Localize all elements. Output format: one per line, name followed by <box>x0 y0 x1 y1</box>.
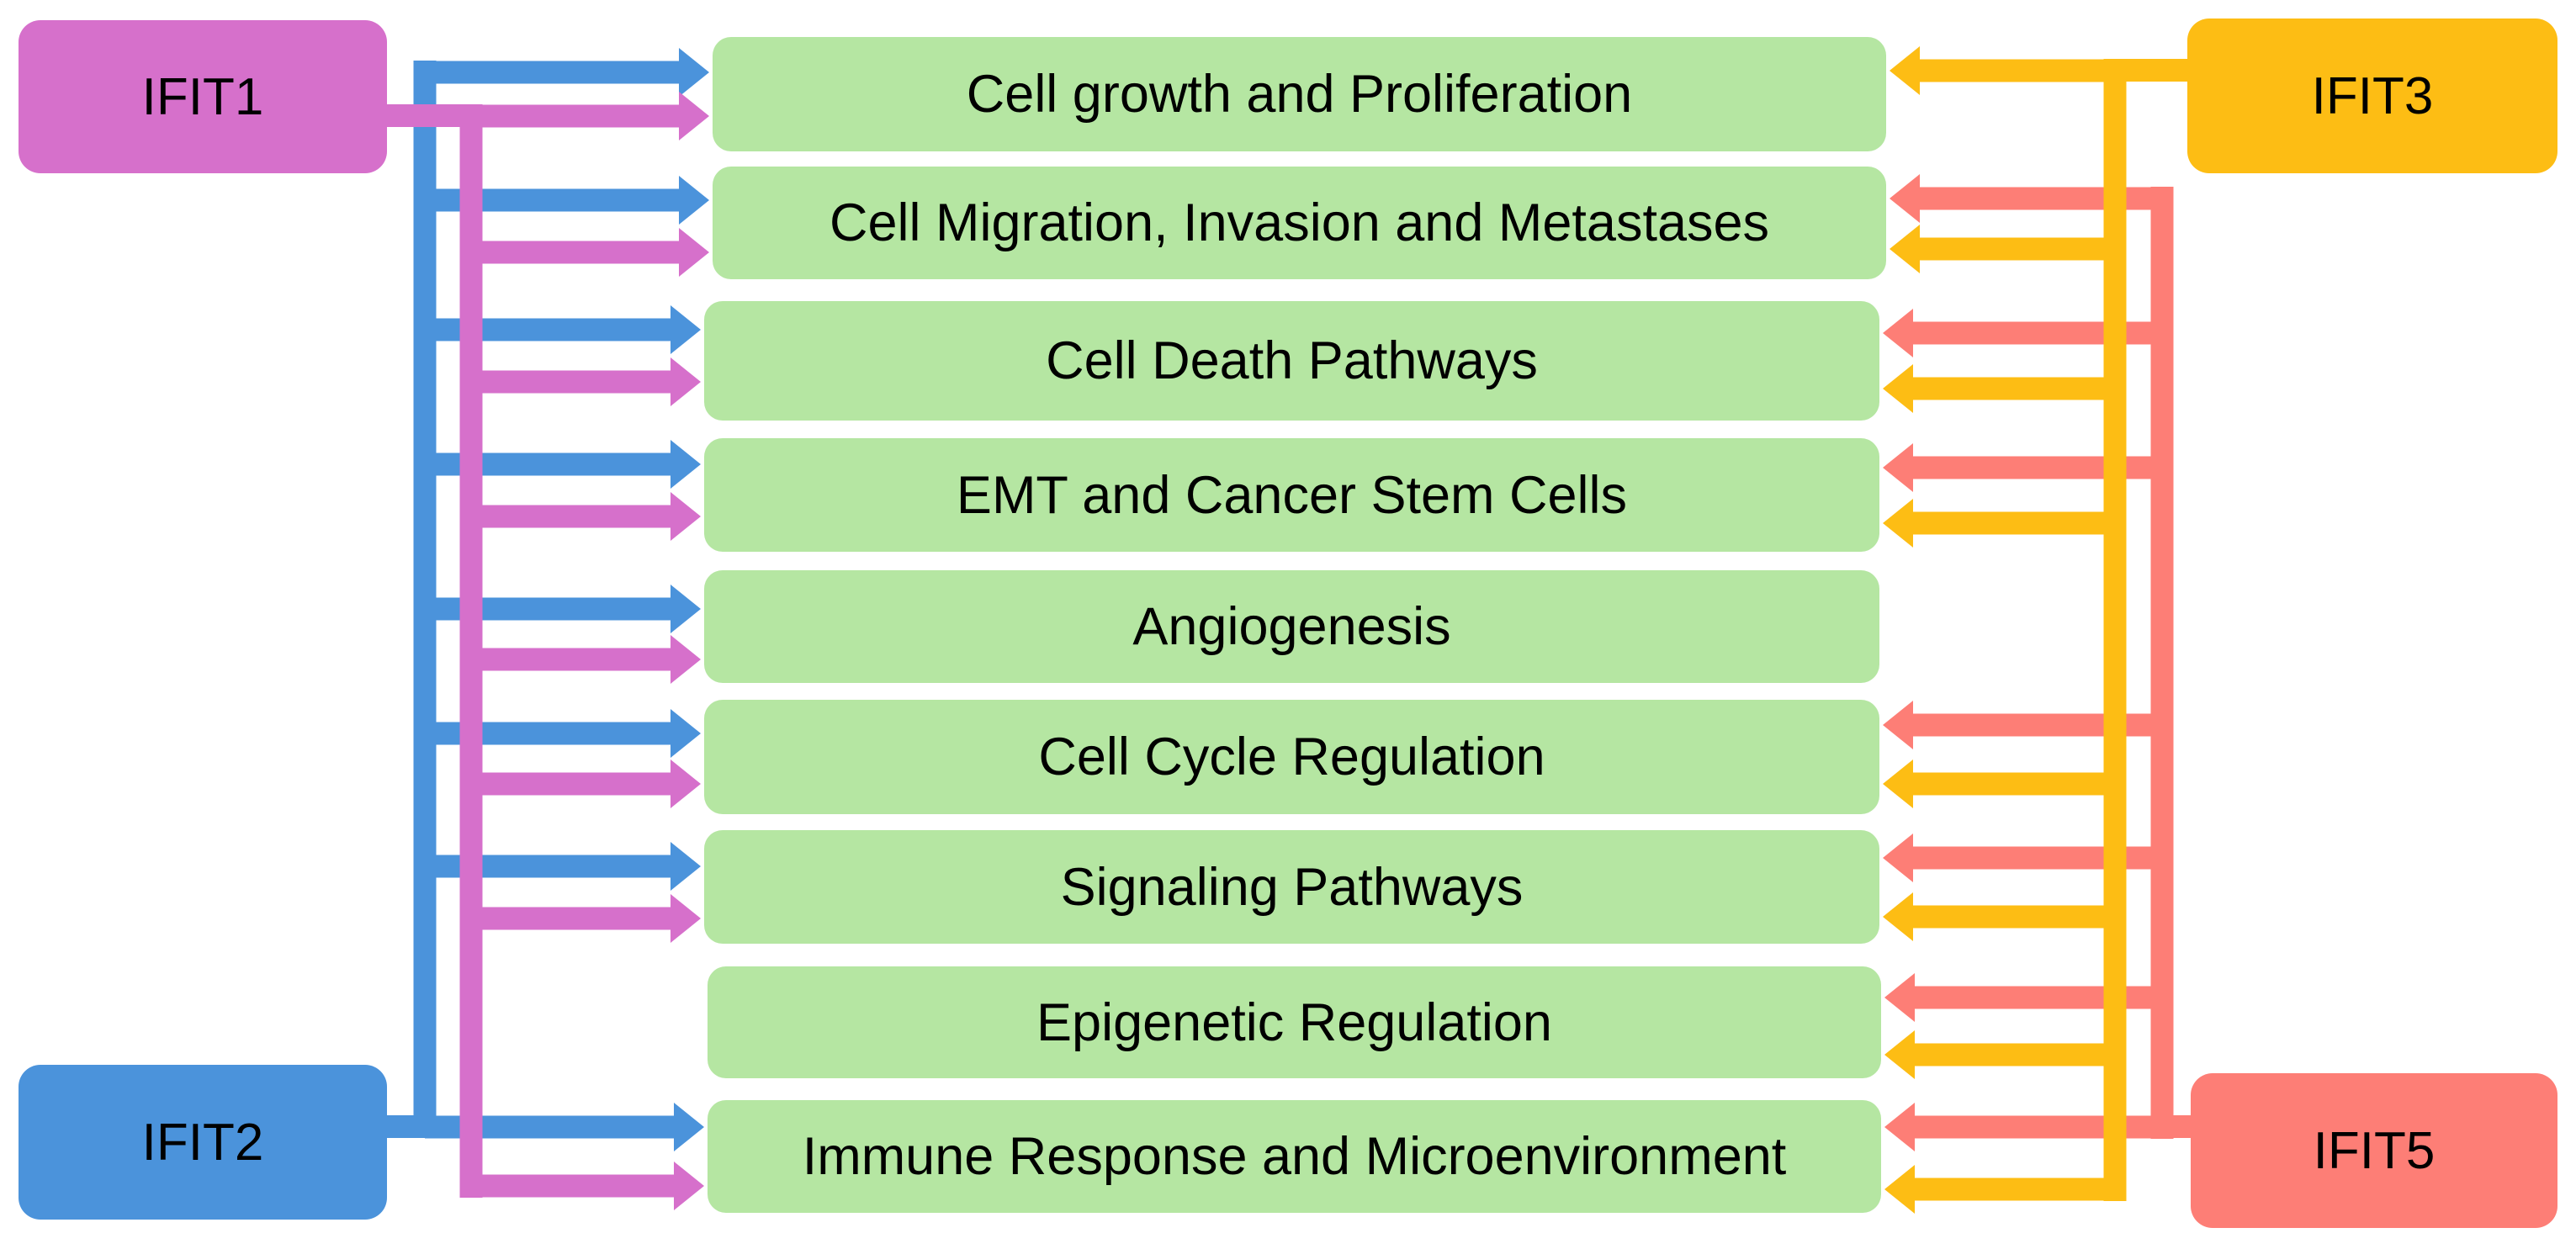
arrow-ifit1-to-process-4-head <box>671 635 701 684</box>
arrow-ifit2-to-process-0 <box>425 48 709 97</box>
gene-ifit5: IFIT5 <box>2191 1073 2557 1228</box>
arrow-ifit3-to-process-5 <box>1883 759 2115 808</box>
arrow-ifit3-to-process-8-head <box>1884 1165 1915 1214</box>
arrow-ifit5-to-process-7-head <box>1884 973 1915 1022</box>
arrow-ifit2-to-process-1-head <box>679 176 709 225</box>
process-epigenetic: Epigenetic Regulation <box>708 966 1881 1078</box>
arrow-ifit5-to-process-2-head <box>1883 309 1913 357</box>
arrow-ifit1-to-process-8-head <box>674 1162 704 1210</box>
arrow-ifit3-to-process-0-shaft <box>1919 59 2115 82</box>
gene-ifit2-label: IFIT2 <box>141 1113 264 1172</box>
arrow-ifit1-to-process-8 <box>471 1162 704 1210</box>
arrow-ifit3-to-process-7-head <box>1884 1030 1915 1079</box>
stub-ifit1 <box>370 104 471 127</box>
gene-ifit3-label: IFIT3 <box>2311 66 2434 125</box>
gene-ifit2: IFIT2 <box>19 1065 387 1220</box>
arrow-ifit5-to-process-3-head <box>1883 443 1913 492</box>
process-label: Cell growth and Proliferation <box>966 65 1633 124</box>
process-cell-death: Cell Death Pathways <box>704 301 1879 421</box>
arrow-ifit1-to-process-3-shaft <box>471 505 671 528</box>
arrow-ifit5-to-process-8-head <box>1884 1103 1915 1151</box>
arrow-ifit5-to-process-5-head <box>1883 701 1913 749</box>
arrow-ifit2-to-process-3-head <box>671 440 701 489</box>
process-cell-growth: Cell growth and Proliferation <box>713 37 1886 151</box>
arrow-ifit5-to-process-6-head <box>1883 834 1913 882</box>
arrow-ifit3-to-process-7 <box>1884 1030 2115 1079</box>
arrow-ifit3-to-process-6-shaft <box>1912 905 2115 929</box>
arrow-ifit1-to-process-3 <box>471 492 701 541</box>
process-label: Cell Cycle Regulation <box>1038 728 1545 786</box>
process-label: Cell Death Pathways <box>1046 331 1538 390</box>
arrow-ifit1-to-process-4-shaft <box>471 648 671 671</box>
arrow-ifit1-to-process-1-shaft <box>471 241 680 264</box>
arrow-ifit1-to-process-3-head <box>671 492 701 541</box>
arrow-ifit1-to-process-5-head <box>671 759 701 808</box>
arrow-ifit3-to-process-3-shaft <box>1912 511 2115 535</box>
rail-ifit2 <box>413 61 437 1130</box>
arrow-ifit1-to-process-6 <box>471 894 701 943</box>
process-emt: EMT and Cancer Stem Cells <box>704 438 1879 552</box>
arrow-ifit3-to-process-0-head <box>1890 46 1920 95</box>
arrow-ifit1-to-process-6-head <box>671 894 701 943</box>
arrow-ifit2-to-process-6-head <box>671 842 701 891</box>
arrow-ifit1-to-process-0-shaft <box>471 104 680 128</box>
process-label: Immune Response and Microenvironment <box>802 1127 1787 1186</box>
arrow-ifit3-to-process-5-shaft <box>1912 772 2115 796</box>
arrow-ifit3-to-process-2-head <box>1883 364 1913 413</box>
arrow-ifit2-to-process-2-head <box>671 305 701 354</box>
process-label: Epigenetic Regulation <box>1036 992 1552 1052</box>
process-immune: Immune Response and Microenvironment <box>708 1100 1881 1213</box>
arrow-ifit1-to-process-2-head <box>671 357 701 406</box>
arrow-ifit2-to-process-5-head <box>671 709 701 758</box>
process-label: Cell Migration, Invasion and Metastases <box>829 193 1770 252</box>
process-angiogenesis: Angiogenesis <box>704 570 1879 683</box>
arrow-ifit3-to-process-0 <box>1890 46 2115 95</box>
arrow-ifit3-to-process-1-head <box>1890 225 1920 273</box>
arrow-ifit1-to-process-6-shaft <box>471 907 671 930</box>
process-cell-cycle: Cell Cycle Regulation <box>704 700 1879 814</box>
rail-ifit3 <box>2103 59 2127 1201</box>
process-label: Signaling Pathways <box>1060 857 1524 917</box>
arrow-ifit1-to-process-1-head <box>679 228 709 277</box>
arrow-ifit1-to-process-2-shaft <box>471 370 671 394</box>
gene-ifit3: IFIT3 <box>2187 19 2557 173</box>
arrow-ifit1-to-process-1 <box>471 228 709 277</box>
arrow-ifit2-to-process-4-head <box>671 585 701 633</box>
process-signaling: Signaling Pathways <box>704 830 1879 944</box>
process-label: Angiogenesis <box>1132 597 1451 656</box>
gene-ifit1: IFIT1 <box>19 20 387 173</box>
arrow-ifit1-to-process-0-head <box>679 92 709 140</box>
arrow-ifit3-to-process-3 <box>1883 499 2115 548</box>
arrow-ifit3-to-process-6-head <box>1883 892 1913 941</box>
arrow-ifit2-to-process-8-head <box>674 1103 704 1151</box>
process-cell-migration: Cell Migration, Invasion and Metastases <box>713 167 1886 279</box>
arrow-ifit3-to-process-3-head <box>1883 499 1913 548</box>
arrow-ifit1-to-process-2 <box>471 357 701 406</box>
arrow-ifit1-to-process-8-shaft <box>471 1174 675 1198</box>
arrow-ifit3-to-process-2-shaft <box>1912 377 2115 400</box>
arrow-ifit2-to-process-0-head <box>679 48 709 97</box>
arrow-ifit3-to-process-1 <box>1890 225 2115 273</box>
arrow-ifit3-to-process-8-shaft <box>1914 1178 2115 1201</box>
arrow-ifit3-to-process-7-shaft <box>1914 1043 2115 1066</box>
process-label: EMT and Cancer Stem Cells <box>956 465 1628 525</box>
arrow-ifit3-to-process-8 <box>1884 1165 2115 1214</box>
gene-ifit5-label: IFIT5 <box>2313 1121 2436 1180</box>
arrow-ifit3-to-process-5-head <box>1883 759 1913 808</box>
arrow-ifit1-to-process-5-shaft <box>471 772 671 796</box>
arrow-ifit1-to-process-5 <box>471 759 701 808</box>
rail-ifit5 <box>2150 187 2174 1139</box>
arrow-ifit2-to-process-0-shaft <box>425 61 680 84</box>
arrow-ifit5-to-process-1-head <box>1890 174 1920 223</box>
arrow-ifit3-to-process-6 <box>1883 892 2115 941</box>
gene-ifit1-label: IFIT1 <box>141 67 264 126</box>
arrow-ifit1-to-process-4 <box>471 635 701 684</box>
arrow-ifit1-to-process-0 <box>471 92 709 140</box>
arrow-ifit3-to-process-1-shaft <box>1919 237 2115 261</box>
arrow-ifit3-to-process-2 <box>1883 364 2115 413</box>
